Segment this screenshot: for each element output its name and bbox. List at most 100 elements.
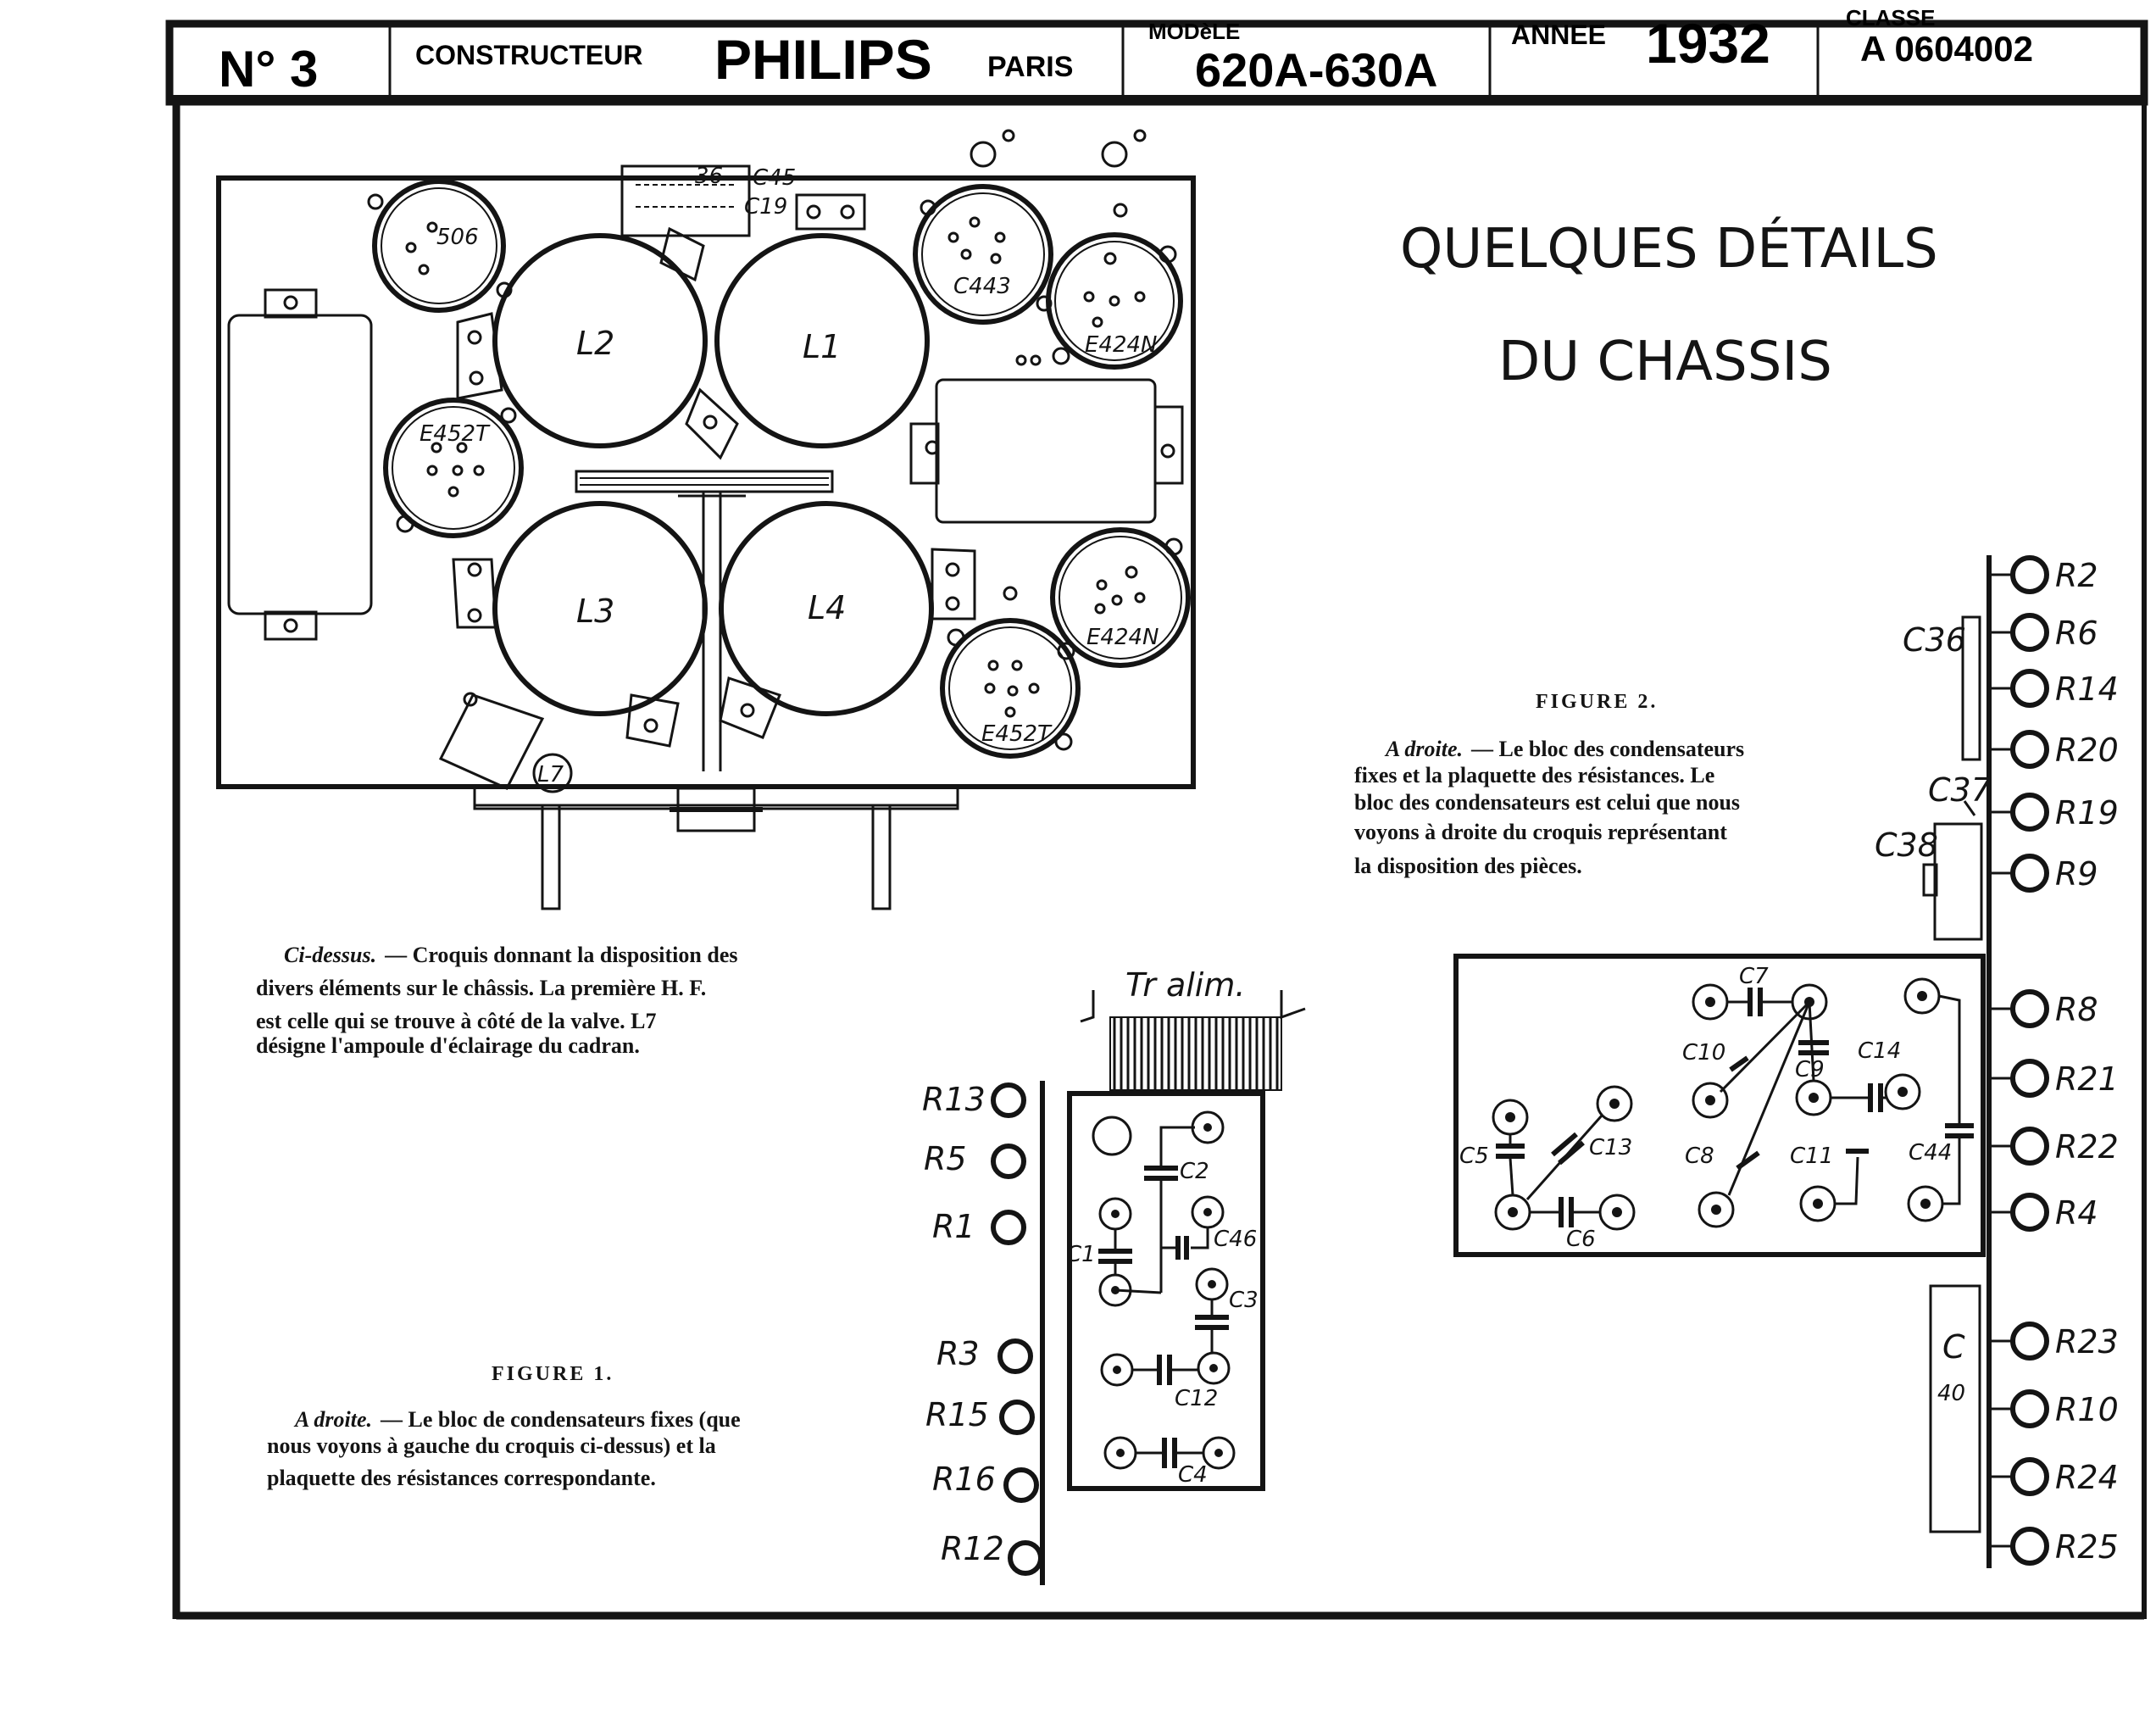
fig1-res-r12: R12: [941, 1530, 1004, 1567]
fig1-res-r15: R15: [925, 1396, 989, 1433]
figure-1-capacitor-block: [1067, 1091, 1265, 1491]
top-cap-label-19: C19: [744, 194, 787, 220]
figure-2-line-2: fixes et la plaquette des résistances. L…: [1354, 763, 1714, 787]
fig2-res-r21: R21: [2055, 1060, 2119, 1098]
side-cap-label-c36: C36: [1903, 621, 1966, 659]
fig2-cap-c11: C11: [1790, 1144, 1833, 1169]
figure-2-lead: A droite.: [1384, 737, 1463, 761]
figure-2-line-3: bloc des condensateurs est celui que nou…: [1354, 790, 1740, 815]
figure-1-title: FIGURE 1.: [492, 1363, 614, 1385]
fig2-cap-c5: C5: [1459, 1144, 1489, 1169]
caption-top-line-2: divers éléments sur le châssis. La premi…: [256, 976, 706, 1000]
fig2-res-r25: R25: [2055, 1528, 2119, 1566]
classe-label: CLASSE: [1846, 5, 1935, 31]
chassis-side-block: [227, 314, 373, 615]
fig1-cap-c46: C46: [1214, 1227, 1257, 1252]
fig2-res-r6: R6: [2055, 615, 2098, 652]
tube-label-e452t-bottom: E452T: [981, 721, 1053, 747]
fig1-res-r1: R1: [932, 1208, 975, 1245]
cap-c40-box: [1929, 1284, 1981, 1533]
fig1-cap-c2: C2: [1180, 1159, 1209, 1184]
svg-text:A droite.— Le bloc des condens: A droite. — Le bloc des condensateurs: [1384, 737, 1744, 761]
fig2-cap-c10: C10: [1682, 1040, 1725, 1066]
fig2-res-r4: R4: [2055, 1194, 2098, 1232]
brand-city: PARIS: [987, 51, 1073, 83]
transformer-label: Tr alim.: [1125, 966, 1245, 1004]
fig2-resistor-terminals: R2 R6 R14 R20 R19 R9 R8 R21 R22 R4 R23 R…: [1989, 555, 2119, 1566]
constructeur-label: CONSTRUCTEUR: [415, 40, 642, 70]
fig2-cap-c13: C13: [1589, 1135, 1632, 1160]
cap-c40-label-bottom: 40: [1937, 1381, 1965, 1406]
figure-1-line-2: nous voyons à gauche du croquis ci-dessu…: [267, 1433, 716, 1458]
sheet-number: N° 3: [219, 41, 318, 97]
tube-label-e424n-bottom: E424N: [1086, 625, 1159, 650]
title-line-1: QUELQUES DÉTAILS: [1400, 216, 1938, 281]
caption-top-line-4: désigne l'ampoule d'éclairage du cadran.: [256, 1033, 640, 1058]
header-bar: N° 3 CONSTRUCTEUR PHILIPS PARIS MODèLE 6…: [165, 5, 2148, 106]
coil-label-l3: L3: [576, 593, 614, 630]
tube-socket-e452t-bottom: E452T: [940, 618, 1081, 759]
tube-label-e452t-left: E452T: [420, 421, 491, 447]
figure-1-drawing: Tr alim. C2 C1 C46: [922, 966, 1306, 1585]
figure-1-lead: A droite.: [293, 1407, 372, 1432]
top-cap-label-45: C45: [753, 165, 796, 191]
fig2-res-r8: R8: [2055, 991, 2098, 1028]
fig2-res-r9: R9: [2055, 855, 2098, 893]
fig2-cap-c8: C8: [1685, 1144, 1714, 1169]
fig1-cap-c12: C12: [1175, 1386, 1218, 1411]
svg-text:A droite.— Le bloc de condensa: A droite. — Le bloc de condensateurs fixe…: [293, 1407, 741, 1432]
figure-2-line-5: la disposition des pièces.: [1354, 854, 1582, 878]
fig2-res-r14: R14: [2055, 671, 2119, 708]
top-cap-label-36: 36: [695, 164, 723, 189]
fig2-res-r10: R10: [2055, 1391, 2119, 1428]
fig2-res-r24: R24: [2055, 1459, 2119, 1496]
side-cap-c36: [1961, 615, 1981, 761]
figure-2-drawing: C36 C37 C38 C 40 R2 R6 R14 R20 R19 R9 R8…: [1453, 555, 2119, 1568]
dial-lamp-l7: [532, 753, 573, 793]
cap-c40-label-top: C: [1942, 1328, 1965, 1366]
fig1-cap-c4: C4: [1178, 1462, 1208, 1488]
figure-1-line-1: — Le bloc de condensateurs fixes (que: [380, 1407, 741, 1432]
tube-socket-c443: C443: [913, 184, 1053, 325]
fig1-res-r13: R13: [922, 1081, 986, 1118]
figure-2-title: FIGURE 2.: [1536, 691, 1658, 713]
coil-l1: [714, 233, 930, 448]
caption-top: Ci-dessus. — Croquis donnant la dispositi…: [256, 943, 737, 1058]
tube-socket-e452t-left: E452T: [383, 398, 524, 538]
brand-name: PHILIPS: [714, 28, 932, 91]
tube-socket-e424n-bottom: E424N: [1050, 527, 1191, 668]
figure-2-line-4: voyons à droite du croquis représentant: [1354, 820, 1727, 844]
fig2-res-r20: R20: [2055, 732, 2119, 769]
fig1-res-r16: R16: [932, 1461, 996, 1498]
fig2-block-terminals: [1492, 977, 1944, 1231]
side-cap-label-c38: C38: [1875, 826, 1938, 864]
modele-value: 620A-630A: [1195, 43, 1437, 97]
svg-text:Ci-dessus.— Croquis donnant la: Ci-dessus. — Croquis donnant la dispositi…: [284, 943, 737, 967]
caption-top-line-3: est celle qui se trouve à côté de la val…: [256, 1009, 656, 1033]
fig1-cap-c1: C1: [1066, 1242, 1096, 1267]
tube-socket-506: 506: [367, 179, 513, 313]
classe-value: A 0604002: [1860, 29, 2033, 69]
tube-label-e424n-top: E424N: [1085, 332, 1158, 358]
caption-top-line-1: — Croquis donnant la disposition des: [384, 943, 737, 967]
title-line-2: DU CHASSIS: [1498, 331, 1832, 393]
fig1-cap-c3: C3: [1229, 1288, 1259, 1313]
tube-socket-e424n-top: E424N: [1015, 232, 1183, 370]
figure-2-line-1: — Le bloc des condensateurs: [1470, 737, 1744, 761]
fig2-cap-c6: C6: [1566, 1227, 1596, 1252]
figure-1-line-3: plaquette des résistances correspondante…: [267, 1466, 656, 1490]
lamp-label-l7: L7: [537, 762, 564, 787]
transformer-winding: [1109, 1016, 1282, 1091]
figure-2-caption: FIGURE 2. A droite. — Le bloc des condens…: [1354, 691, 1744, 878]
chassis-right-block: [935, 378, 1157, 524]
figure-1-caption: FIGURE 1. A droite. — Le bloc de condensa…: [267, 1363, 741, 1490]
fig2-res-r23: R23: [2055, 1323, 2119, 1361]
fig2-cap-c14: C14: [1858, 1038, 1901, 1064]
annee-label: ANNEE: [1511, 19, 1606, 50]
fig2-cap-c7: C7: [1739, 964, 1769, 989]
fig2-cap-c9: C9: [1795, 1057, 1825, 1082]
coil-label-l4: L4: [808, 589, 846, 626]
coil-label-l2: L2: [576, 325, 614, 362]
caption-top-lead: Ci-dessus.: [284, 943, 376, 967]
